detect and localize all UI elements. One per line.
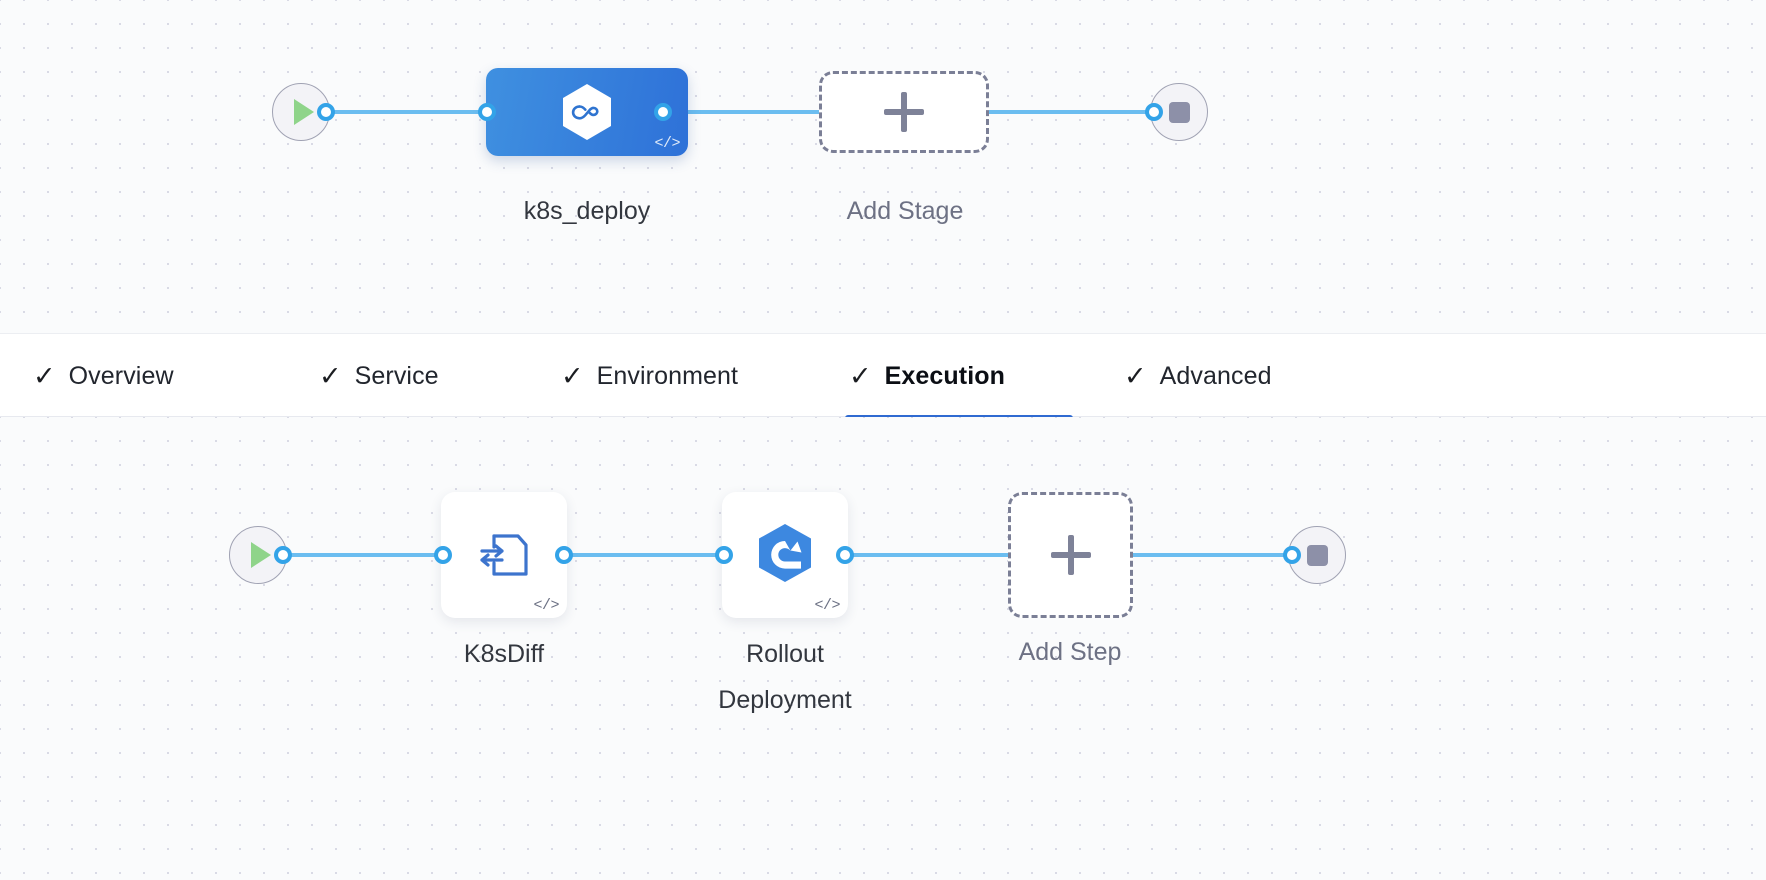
tab-advanced[interactable]: ✓ Advanced [1120,334,1276,418]
stage-input-connector-dot[interactable] [478,103,496,121]
rollout-deployment-hexagon-refresh-icon [759,524,811,582]
check-icon: ✓ [561,360,584,391]
stop-icon [1306,544,1328,566]
step-label-k8sdiff: K8sDiff [463,640,545,668]
rollout-output-connector-dot[interactable] [836,546,854,564]
tab-overview-label: Overview [68,361,174,390]
add-step-label: Add Step [1018,638,1122,666]
check-icon: ✓ [319,360,342,391]
add-stage-button[interactable] [819,71,989,153]
execution-end-connector-dot[interactable] [1283,546,1301,564]
stage-canvas: </> k8s_deploy Add Stage [0,0,1766,333]
tab-overview[interactable]: ✓ Overview [29,334,178,418]
check-icon: ✓ [1124,360,1147,391]
pipeline-start-connector-dot[interactable] [317,103,335,121]
tab-execution-label: Execution [884,361,1005,390]
edge-add-step-to-end [1125,553,1302,557]
stage-config-tab-bar: ✓ Overview ✓ Service ✓ Environment ✓ Exe… [0,333,1766,421]
rollout-input-connector-dot[interactable] [715,546,733,564]
play-icon [294,99,314,125]
edge-start-to-k8sdiff [274,553,451,557]
k8sdiff-input-connector-dot[interactable] [434,546,452,564]
edge-start-to-stage [318,110,512,114]
add-stage-label: Add Stage [846,197,964,225]
play-icon [251,542,271,568]
rollout-code-badge[interactable]: </> [814,597,840,614]
execution-start-connector-dot[interactable] [274,546,292,564]
step-node-k8sdiff[interactable]: </> [441,492,567,618]
pipeline-end-connector-dot[interactable] [1145,103,1163,121]
stage-label-k8s-deploy: k8s_deploy [523,197,651,225]
tab-execution[interactable]: ✓ Execution [845,334,1073,421]
harness-hexagon-infinity-icon [563,84,611,140]
k8s-diff-document-arrows-icon [480,534,528,576]
check-icon: ✓ [849,360,872,391]
plus-icon [1050,535,1091,575]
step-node-rollout-deployment[interactable]: </> [722,492,848,618]
tab-service[interactable]: ✓ Service [315,334,443,418]
tab-advanced-label: Advanced [1159,361,1272,390]
plus-icon [884,92,924,132]
check-icon: ✓ [33,360,56,391]
stage-code-badge[interactable]: </> [654,135,680,152]
stop-icon [1168,101,1190,123]
execution-steps-canvas: </> K8sDiff </> Rollout Deployment Add S… [0,417,1766,880]
edge-k8sdiff-to-rollout [556,553,733,557]
add-step-button[interactable] [1008,492,1133,618]
stage-output-connector-dot[interactable] [654,103,672,121]
k8sdiff-code-badge[interactable]: </> [533,597,559,614]
step-label-rollout-deployment: Rollout Deployment [718,640,852,714]
tab-environment[interactable]: ✓ Environment [557,334,742,418]
tab-service-label: Service [354,361,439,390]
edge-add-stage-to-end [985,110,1170,114]
edge-rollout-to-add-step [837,553,1014,557]
tab-environment-label: Environment [596,361,739,390]
edge-stage-to-add-stage [658,110,838,114]
k8sdiff-output-connector-dot[interactable] [555,546,573,564]
